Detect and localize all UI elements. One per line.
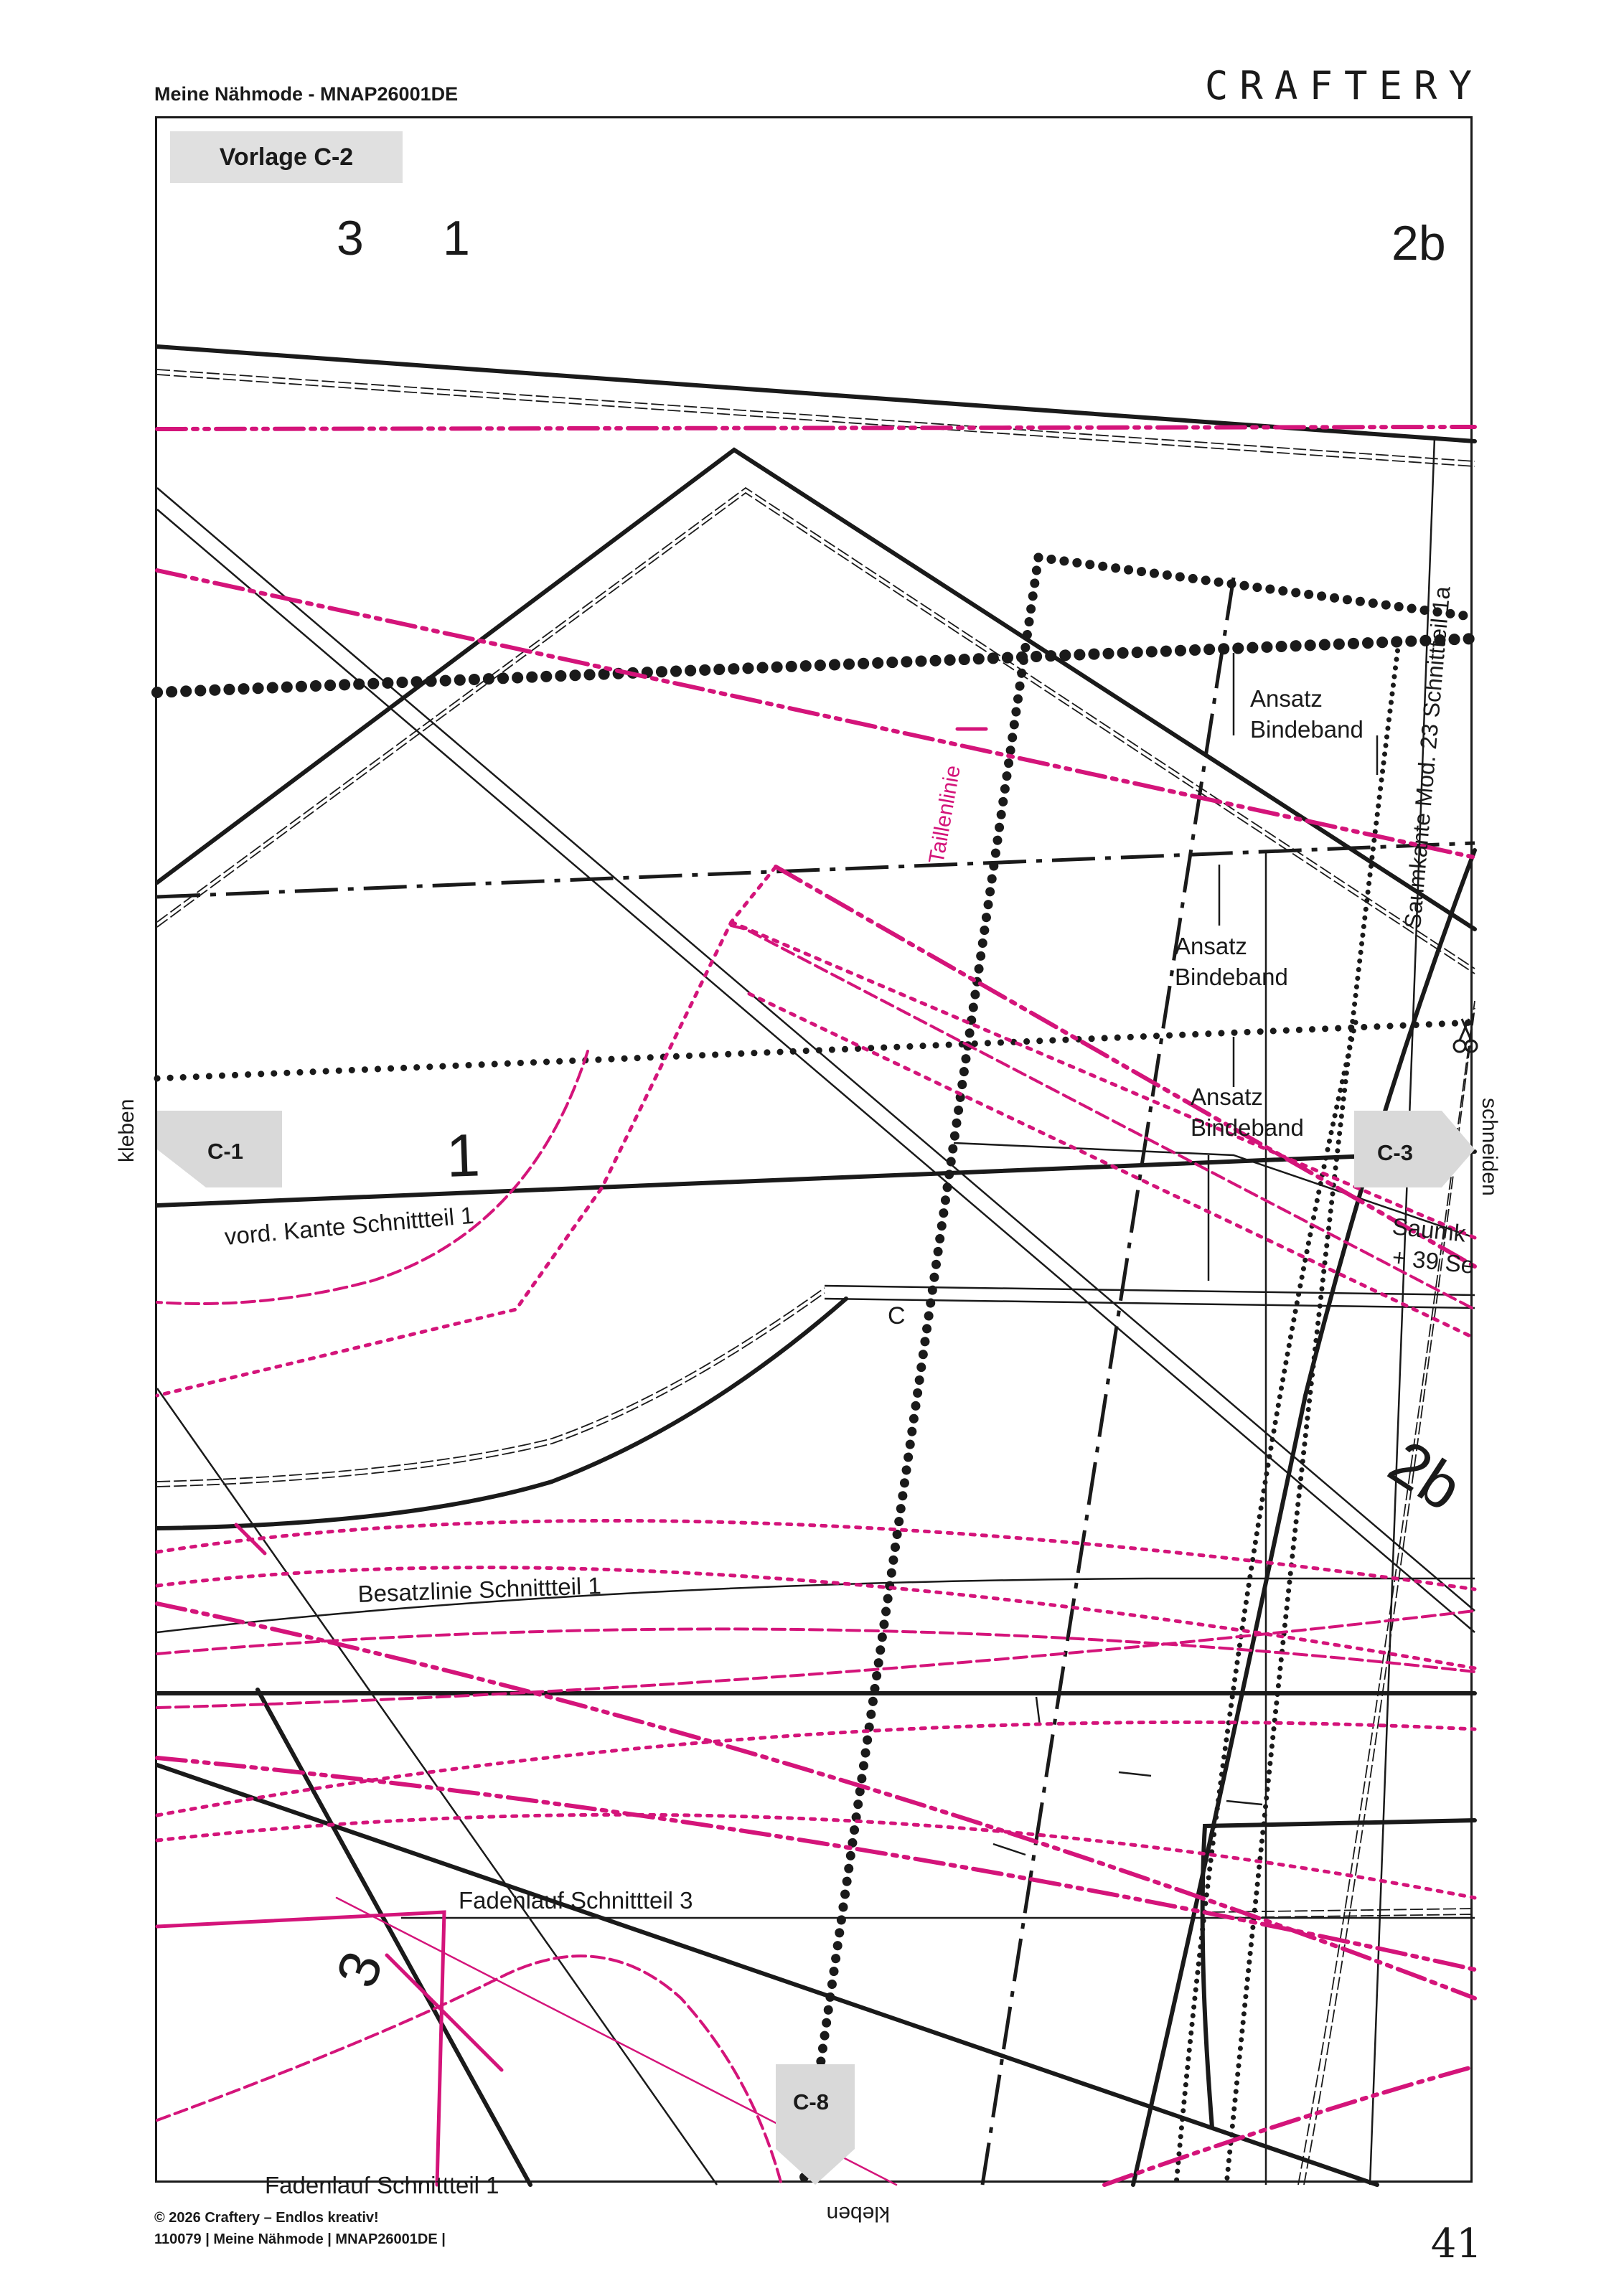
- thin-diagonal-lower: [156, 1388, 718, 2186]
- saumkante-vertical-line: [1369, 437, 1436, 2186]
- piece-number-3-bottom: 3: [324, 1944, 395, 1995]
- piece-2b-peak-outline: [155, 447, 1477, 931]
- template-label: Vorlage C-2: [170, 131, 403, 183]
- brand-logo: CRAFTERY: [1204, 63, 1483, 108]
- besatzlinie-line: [156, 1577, 1475, 1634]
- tick-3: [1226, 1799, 1263, 1806]
- vord-kante-label: vord. Kante Schnittteil 1: [223, 1202, 474, 1250]
- front-edge-line: [155, 1149, 1477, 1208]
- ansatz-bindeband-3-line1: Ansatz: [1191, 1083, 1263, 1110]
- header-title: Meine Nähmode - MNAP26001DE: [154, 83, 459, 105]
- connector-right-label: C-3: [1377, 1140, 1413, 1165]
- piece-3-magenta-outline: [155, 1910, 446, 2187]
- dash-dot-vertical: [980, 577, 1236, 2186]
- ansatz-bindeband-2-line1: Ansatz: [1175, 933, 1247, 959]
- ansatz-bindeband-3-line2: Bindeband: [1191, 1114, 1304, 1141]
- saum-guide: [953, 1142, 1475, 1239]
- edge-right-label: schneiden: [1478, 1098, 1501, 1196]
- diagonal-cut-line: [155, 1763, 1379, 2187]
- pattern-sheet: 3 1 2b 1 2b 3 C Taillenlinie Ansatz Bind…: [151, 116, 1480, 2198]
- ansatz-bindeband-2-line2: Bindeband: [1175, 964, 1288, 990]
- page-footer: © 2026 Craftery – Endlos kreativ! 110079…: [154, 2207, 446, 2250]
- ansatz-bindeband-1-line1: Ansatz: [1250, 685, 1323, 712]
- piece-number-2b-mid: 2b: [1377, 1426, 1475, 1524]
- fadenlauf-1-label: Fadenlauf Schnittteil 1: [265, 2172, 499, 2198]
- connector-left-shape: [157, 1111, 282, 1187]
- connector-left-label: C-1: [207, 1139, 243, 1164]
- point-c-label: C: [888, 1302, 906, 1330]
- page-number: 41: [1430, 2221, 1482, 2267]
- edge-bottom-label: kleben: [826, 2202, 890, 2226]
- grain-diagonal-2: [156, 509, 1475, 1633]
- besatzlinie-label: Besatzlinie Schnittteil 1: [357, 1572, 601, 1607]
- double-level-line: [824, 1284, 1475, 1309]
- fadenlauf-3-label: Fadenlauf Schnittteil 3: [459, 1887, 693, 1914]
- tick-2: [1118, 1771, 1152, 1777]
- piece-number-1-top: 1: [443, 211, 470, 265]
- footer-ref: 110079 | Meine Nähmode | MNAP26001DE |: [154, 2231, 446, 2247]
- ansatz-bindeband-1-line2: Bindeband: [1250, 716, 1363, 743]
- dash-dot-horizontal: [156, 841, 1475, 899]
- lower-right-outline: [1200, 1818, 1477, 2130]
- tick-1: [992, 1843, 1026, 1856]
- connector-right-shape: [1354, 1111, 1475, 1187]
- pattern-drawing: 3 1 2b 1 2b 3 C Taillenlinie Ansatz Bind…: [151, 211, 1480, 2198]
- footer-copyright: © 2026 Craftery – Endlos kreativ!: [154, 2210, 379, 2226]
- connector-bottom-shape: [776, 2064, 855, 2185]
- right-sweep-curve: [1131, 848, 1477, 2187]
- piece-number-2b-top: 2b: [1391, 216, 1446, 270]
- saumkante-label-1: Saumk: [1391, 1213, 1468, 1247]
- taillenlinie-label: Taillenlinie: [924, 763, 965, 865]
- scissors-icon: [1452, 1018, 1478, 1053]
- connector-bottom-label: C-8: [793, 2089, 829, 2114]
- tick-4: [1035, 1696, 1041, 1726]
- piece-number-1-mid: 1: [445, 1121, 481, 1190]
- neckline-curve: [155, 1297, 848, 1530]
- edge-left-label: kleben: [115, 1098, 139, 1162]
- piece-number-3-top: 3: [337, 211, 364, 265]
